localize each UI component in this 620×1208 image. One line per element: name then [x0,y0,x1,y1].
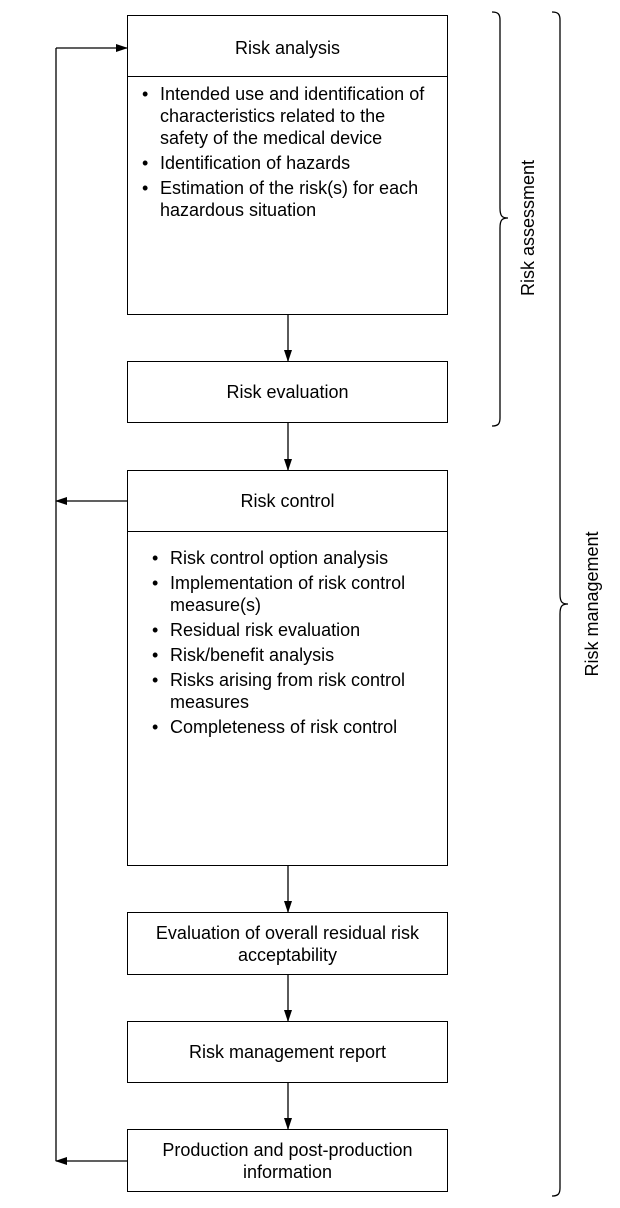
overall-residual-label: Evaluation of overall residual risk acce… [155,922,420,965]
risk-analysis-divider [128,76,447,77]
list-item: Risks arising from risk control measures [152,669,407,713]
list-item: Risk/benefit analysis [152,644,407,666]
overall-residual-box: Evaluation of overall residual risk acce… [127,912,448,975]
list-item: Identification of hazards [142,152,437,174]
risk-control-list: Risk control option analysis Implementat… [152,547,407,741]
list-item: Intended use and identification of chara… [142,83,437,149]
risk-assessment-brace [491,11,509,427]
report-label: Risk management report [188,1042,387,1062]
risk-control-divider [128,531,447,532]
risk-analysis-title: Risk analysis [234,38,341,58]
risk-analysis-list: Intended use and identification of chara… [142,83,437,224]
risk-evaluation-box: Risk evaluation [127,361,448,423]
risk-management-label: Risk management [582,531,602,677]
production-box: Production and post-production informati… [127,1129,448,1192]
list-item: Estimation of the risk(s) for each hazar… [142,177,437,221]
report-box: Risk management report [127,1021,448,1083]
list-item: Residual risk evaluation [152,619,407,641]
list-item: Risk control option analysis [152,547,407,569]
risk-control-title: Risk control [240,491,335,511]
risk-evaluation-title: Risk evaluation [226,382,349,402]
risk-analysis-box: Risk analysis Intended use and identific… [127,15,448,315]
risk-management-brace [551,11,569,1197]
list-item: Implementation of risk control measure(s… [152,572,407,616]
risk-assessment-label: Risk assessment [518,159,538,297]
risk-control-box: Risk control Risk control option analysi… [127,470,448,866]
list-item: Completeness of risk control [152,716,407,738]
production-label: Production and post-production informati… [162,1139,413,1182]
